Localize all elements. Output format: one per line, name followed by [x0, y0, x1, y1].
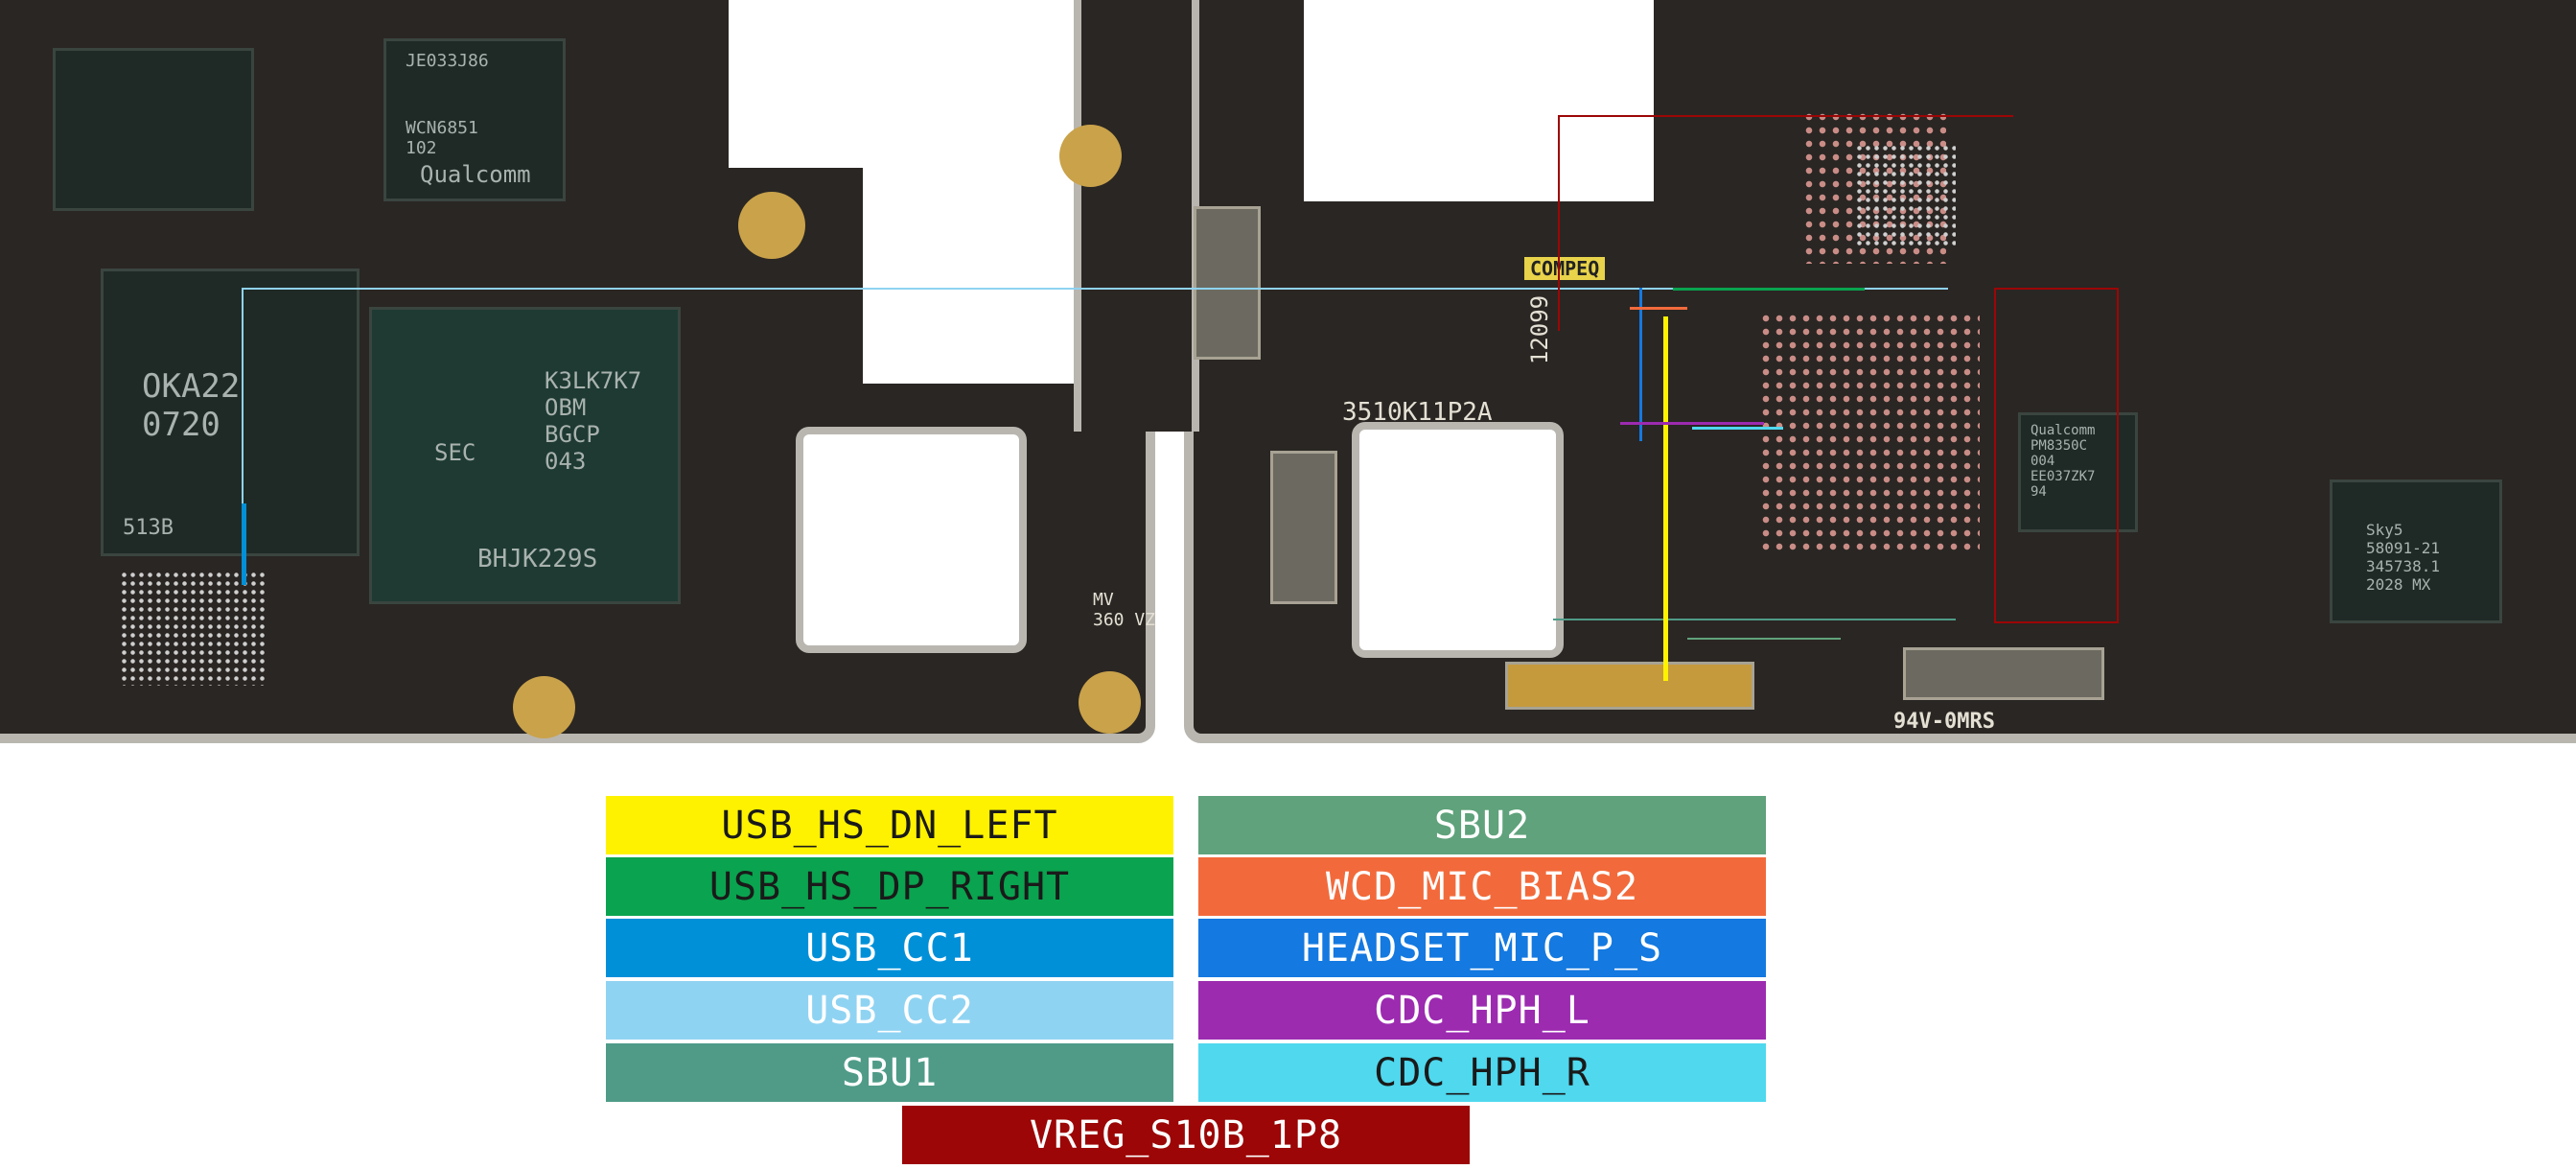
legend-wcd-mic-bias2: WCD_MIC_BIAS2: [1198, 857, 1766, 916]
legend-usb-hs-dp-right: USB_HS_DP_RIGHT: [606, 857, 1173, 916]
pcb-code-text: 3510K11P2A: [1342, 398, 1493, 427]
chip-left-text: OKA22 0720: [142, 367, 241, 444]
chip-k3-bottom: BHJK229S: [477, 545, 598, 573]
chip-left-memory: OKA22 0720 513B: [101, 269, 360, 556]
chip-k3-text: K3LK7K7 OBM BGCP 043: [545, 367, 642, 475]
legend-label: USB_CC1: [805, 925, 974, 970]
chip-left-id: 513B: [123, 516, 174, 540]
trace-sbu1: [1553, 619, 1956, 620]
compeq-text: COMPEQ: [1524, 257, 1606, 280]
chip-sdr868: [53, 48, 254, 211]
center-strip: [1074, 0, 1199, 432]
screw-pad-3: [1079, 671, 1141, 734]
chip-sky5: Sky5 58091-21 345738.1 2028 MX: [2330, 479, 2502, 623]
trace-vreg-s10b-v: [1558, 115, 1560, 331]
legend-label: HEADSET_MIC_P_S: [1301, 925, 1663, 970]
right-board-cutout-top: [1304, 0, 1654, 201]
screw-pad-1: [738, 192, 805, 259]
legend-sbu2: SBU2: [1198, 796, 1766, 854]
legend-usb-cc1: USB_CC1: [606, 919, 1173, 977]
trace-usb-hs-dp-right: [1673, 288, 1865, 291]
legend-sbu1: SBU1: [606, 1043, 1173, 1102]
connector-center-top: [1194, 206, 1261, 360]
pcb-num-text: 12099: [1526, 294, 1554, 365]
left-board-cutout-top: [729, 0, 1083, 168]
connector-center-bottom: [1270, 451, 1337, 604]
qualcomm-id-text: WCN6851 102: [406, 118, 478, 158]
legend-cdc-hph-r: CDC_HPH_R: [1198, 1043, 1766, 1102]
legend-vreg-s10b-1p8: VREG_S10B_1P8: [902, 1106, 1470, 1164]
left-board-cutout-bottom: [796, 427, 1027, 653]
legend-label: SBU1: [841, 1050, 939, 1095]
trace-cdc-hph-r: [1692, 427, 1783, 430]
legend-label: USB_HS_DN_LEFT: [721, 803, 1058, 848]
trace-vreg-s10b: [1558, 115, 2013, 117]
legend-label: USB_CC2: [805, 988, 974, 1033]
legend-cdc-hph-l: CDC_HPH_L: [1198, 981, 1766, 1040]
bga-right: [1855, 144, 1956, 249]
legend-usb-hs-dn-left: USB_HS_DN_LEFT: [606, 796, 1173, 854]
legend-label: CDC_HPH_L: [1374, 988, 1590, 1033]
legend-label: VREG_S10B_1P8: [1029, 1112, 1343, 1157]
trace-headset-mic: [1639, 288, 1642, 441]
bga-left: [120, 571, 268, 686]
sky5-label-text: Sky5 58091-21 345738.1 2028 MX: [2366, 521, 2441, 594]
pcb-rating-text: 94V-0MRS: [1893, 710, 1995, 734]
connector-bottom-right: [1903, 647, 2104, 700]
chip-wcn6851: JE033J86 WCN6851 102 Qualcomm: [383, 38, 566, 201]
trace-usb-cc2: [242, 288, 1948, 290]
right-board-cutout-mid: [1352, 422, 1564, 658]
pcb-photo: JE033J86 WCN6851 102 Qualcomm OKA22 0720…: [0, 0, 2576, 743]
trace-wcd-mic-bias2: [1630, 307, 1687, 310]
pink-component-zone: [1759, 312, 1980, 551]
legend-label: WCD_MIC_BIAS2: [1325, 864, 1639, 909]
chip-k3-sec: SEC: [434, 439, 476, 466]
trace-cdc-hph-l: [1620, 422, 1764, 425]
trace-usb-hs-dn-left: [1663, 316, 1668, 681]
legend-headset-mic-p-s: HEADSET_MIC_P_S: [1198, 919, 1766, 977]
left-board-cutout-mid: [863, 168, 1083, 384]
trace-usb-cc1: [242, 503, 246, 585]
chip-k3lk7k7: K3LK7K7 OBM BGCP 043 SEC BHJK229S: [369, 307, 681, 604]
trace-usb-cc2-v: [242, 288, 244, 585]
qualcomm-logo-text: Qualcomm: [420, 161, 531, 188]
qualcomm-code-text: JE033J86: [406, 51, 489, 71]
trace-right-box: [1994, 288, 2119, 623]
pmic-label-text: Qualcomm PM8350C 004 EE037ZK7 94: [2031, 423, 2096, 500]
legend-label: CDC_HPH_R: [1374, 1050, 1590, 1095]
screw-pad-2: [513, 676, 575, 738]
connector-bottom-long: [1505, 662, 1754, 710]
legend-label: USB_HS_DP_RIGHT: [708, 864, 1071, 909]
mv-label: MV 360 VZ: [1093, 590, 1156, 630]
trace-sbu2: [1687, 638, 1841, 640]
screw-pad-4: [1059, 125, 1122, 187]
legend-label: SBU2: [1433, 803, 1531, 848]
legend-usb-cc2: USB_CC2: [606, 981, 1173, 1040]
